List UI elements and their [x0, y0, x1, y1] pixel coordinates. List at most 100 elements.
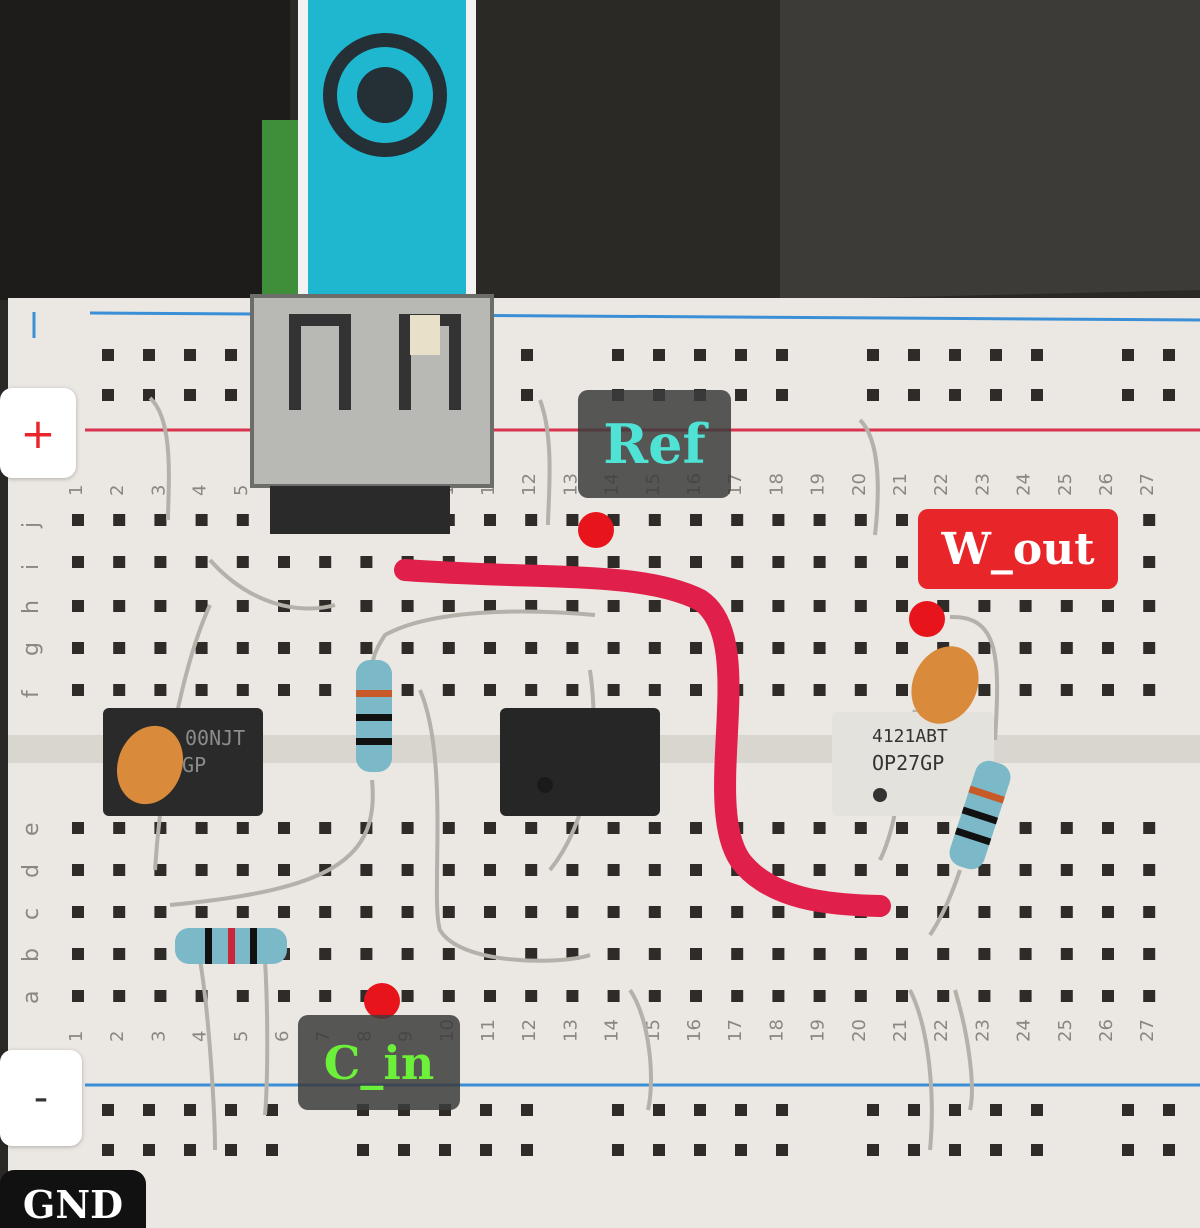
breadboard-hole	[195, 906, 208, 918]
resistor-horizontal	[175, 928, 287, 964]
breadboard-hole	[143, 1104, 155, 1116]
breadboard-hole	[360, 600, 373, 612]
breadboard-hole	[143, 1144, 155, 1156]
rail-minus-text: -	[33, 1075, 49, 1121]
column-number: 21	[890, 1019, 911, 1042]
row-letter: c	[19, 908, 44, 920]
breadboard-hole	[236, 864, 249, 876]
rail-plus-badge: +	[0, 388, 76, 478]
breadboard-hole	[690, 864, 702, 876]
breadboard-hole	[236, 906, 249, 918]
breadboard-hole	[525, 514, 538, 526]
column-number: 25	[1055, 1019, 1076, 1042]
breadboard-hole	[72, 642, 84, 654]
breadboard-hole	[442, 990, 455, 1002]
column-number: 3	[148, 1031, 169, 1042]
breadboard-hole	[184, 1104, 196, 1116]
breadboard-hole	[607, 990, 620, 1002]
breadboard-hole	[908, 1144, 920, 1156]
breadboard-hole	[867, 349, 879, 361]
breadboard-hole	[1102, 642, 1114, 654]
row-letter: j	[19, 522, 44, 529]
breadboard-hole	[772, 948, 785, 960]
column-number: 17	[725, 1019, 746, 1042]
breadboard-hole	[772, 906, 785, 918]
breadboard-hole	[1102, 822, 1114, 834]
breadboard-hole	[1143, 948, 1156, 960]
breadboard-hole	[1102, 990, 1114, 1002]
gnd-label-text: GND	[22, 1182, 124, 1227]
breadboard-hole	[735, 389, 747, 401]
breadboard-hole	[357, 1144, 369, 1156]
breadboard-hole	[813, 684, 826, 696]
breadboard-hole	[896, 556, 908, 568]
breadboard-hole	[113, 864, 126, 876]
breadboard-hole	[102, 1104, 114, 1116]
breadboard-hole	[694, 349, 706, 361]
breadboard-hole	[1060, 684, 1073, 696]
ceramic-capacitor-left	[116, 725, 184, 805]
breadboard-hole	[690, 906, 702, 918]
gnd-label: GND	[0, 1170, 146, 1228]
breadboard-hole	[72, 556, 84, 568]
breadboard-hole	[113, 556, 126, 568]
column-number: 11	[478, 1019, 499, 1042]
column-number: 19	[808, 473, 829, 496]
breadboard-hole	[278, 864, 290, 876]
breadboard-hole	[521, 389, 533, 401]
breadboard-hole	[113, 822, 126, 834]
column-number: 5	[231, 1031, 252, 1042]
column-number: 4	[190, 1031, 211, 1042]
breadboard-hole	[442, 864, 455, 876]
breadboard-hole	[566, 556, 579, 568]
breadboard-hole	[694, 1144, 706, 1156]
breadboard-hole	[72, 948, 84, 960]
breadboard-hole	[1102, 948, 1114, 960]
breadboard-hole	[1163, 1144, 1175, 1156]
breadboard-hole	[1019, 990, 1032, 1002]
breadboard-hole	[896, 514, 908, 526]
breadboard-hole	[319, 556, 332, 568]
column-number: 27	[1137, 473, 1158, 496]
breadboard-hole	[949, 1144, 961, 1156]
breadboard-hole	[154, 948, 167, 960]
breadboard-hole	[690, 556, 702, 568]
breadboard-hole	[1163, 1104, 1175, 1116]
breadboard-hole	[607, 642, 620, 654]
breadboard-hole	[854, 514, 867, 526]
breadboard-hole	[854, 556, 867, 568]
usb-stick	[262, 0, 476, 300]
column-number: 20	[849, 1019, 870, 1042]
breadboard-hole	[401, 906, 414, 918]
column-number: 27	[1137, 1019, 1158, 1042]
breadboard-hole	[113, 600, 126, 612]
breadboard-hole	[1143, 600, 1156, 612]
breadboard-hole	[154, 990, 167, 1002]
row-letter: g	[19, 642, 44, 656]
breadboard-hole	[266, 1104, 278, 1116]
breadboard-hole	[648, 556, 661, 568]
breadboard-hole	[1122, 389, 1134, 401]
breadboard-hole	[813, 514, 826, 526]
breadboard-hole	[225, 1144, 237, 1156]
breadboard-hole	[480, 1144, 492, 1156]
breadboard-hole	[480, 1104, 492, 1116]
breadboard-hole	[854, 822, 867, 834]
breadboard-hole	[1060, 906, 1073, 918]
breadboard-hole	[1019, 642, 1032, 654]
row-letter: e	[19, 822, 44, 836]
breadboard-hole	[266, 1144, 278, 1156]
breadboard-hole	[908, 349, 920, 361]
breadboard-hole	[1143, 642, 1156, 654]
breadboard-hole	[195, 642, 208, 654]
breadboard-hole	[236, 600, 249, 612]
breadboard-hole	[949, 389, 961, 401]
breadboard-hole	[113, 684, 126, 696]
breadboard-hole	[612, 1144, 624, 1156]
breadboard-hole	[648, 948, 661, 960]
breadboard-hole	[184, 1144, 196, 1156]
breadboard-hole	[813, 556, 826, 568]
chip-right-marking-2: OP27GP	[872, 751, 944, 775]
breadboard-hole	[896, 864, 908, 876]
